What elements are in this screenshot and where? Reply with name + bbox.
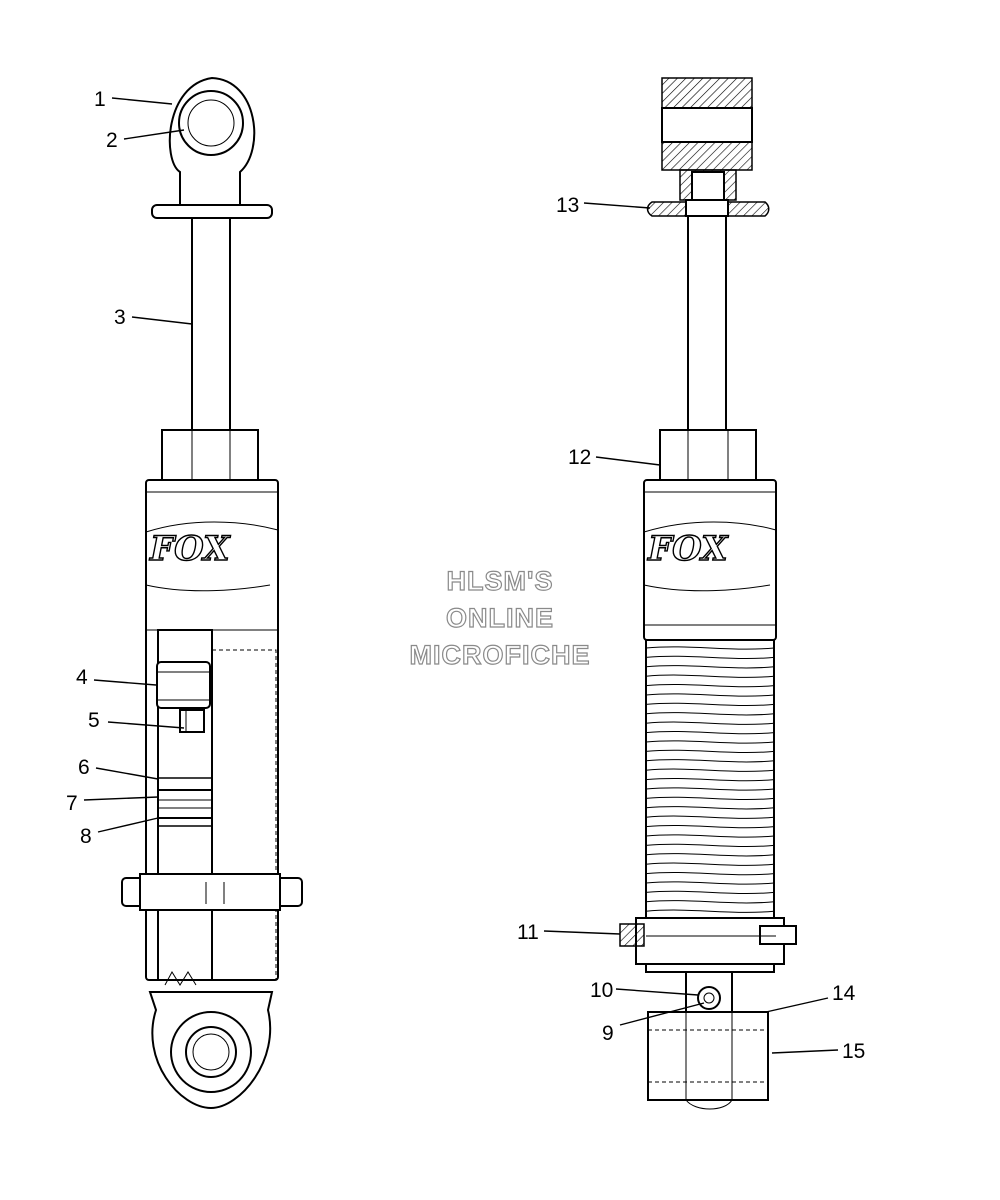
- spring-coil-ridge: [645, 768, 775, 772]
- spring-coil-ridge: [645, 740, 775, 744]
- spring-coil-ridge: [645, 796, 775, 801]
- watermark-line-2: ONLINE: [446, 603, 554, 633]
- spring-coil-ridge: [645, 787, 775, 791]
- spring-coil-ridge: [645, 730, 775, 735]
- right-top-bushing: [661, 77, 753, 215]
- callout-7: 7: [66, 792, 78, 815]
- right-body-logo: FOX: [647, 529, 729, 569]
- spring-coil-ridge: [645, 712, 775, 716]
- spring-coil-ridge: [645, 693, 775, 697]
- callout-4: 4: [76, 666, 88, 689]
- callouts: 1 2 3 4 5 6 7 8 13 12 11 10 9: [66, 88, 865, 1063]
- left-shock-body: FOX: [121, 479, 303, 986]
- spring-coil-ridge: [645, 862, 775, 866]
- spring-coil-ridge: [645, 900, 775, 904]
- callout-9: 9: [602, 1022, 614, 1045]
- left-shock-assembly: FOX: [121, 76, 303, 1110]
- callout-2: 2: [106, 129, 118, 152]
- spring-coil-ridge: [645, 853, 775, 857]
- right-shaft: [687, 215, 727, 431]
- left-body-logo: FOX: [149, 529, 231, 569]
- callout-14: 14: [832, 982, 856, 1005]
- callout-6: 6: [78, 756, 90, 779]
- spring-coil-ridge: [645, 881, 775, 885]
- left-shaft: [191, 217, 231, 431]
- callout-15: 15: [842, 1040, 865, 1063]
- callout-11: 11: [517, 921, 539, 944]
- spring-coil-ridge: [645, 806, 775, 810]
- spring-coil-ridge: [645, 674, 775, 678]
- spring-coil-ridge: [645, 815, 775, 819]
- spring-coil-ridge: [645, 824, 775, 829]
- spring-coil-ridge: [645, 834, 775, 838]
- callout-8: 8: [80, 825, 92, 848]
- callout-3: 3: [114, 306, 126, 329]
- left-top-nut: [161, 429, 259, 483]
- callout-12: 12: [568, 446, 591, 469]
- spring-coil-ridge: [645, 646, 775, 650]
- spring-coil-ridge: [645, 890, 775, 895]
- spring-coil-ridge: [645, 749, 775, 754]
- watermark-line-3: MICROFICHE: [410, 640, 591, 670]
- right-coil-spring: [645, 639, 775, 961]
- right-top-washer: [646, 199, 770, 217]
- right-shock-body: FOX: [643, 479, 777, 641]
- right-adjuster-collar: [619, 917, 797, 965]
- callout-13: 13: [556, 194, 579, 217]
- callout-5: 5: [88, 709, 100, 732]
- spring-coil-ridge: [645, 759, 775, 763]
- spring-coil-ridge: [645, 655, 775, 660]
- spring-coil-ridge: [645, 843, 775, 848]
- right-bottom-mount: [645, 963, 775, 1110]
- spring-coil-ridge: [645, 702, 775, 707]
- spring-coil-ridge: [645, 909, 775, 913]
- watermark-line-1: HLSM'S: [447, 566, 554, 596]
- spring-coil-ridge: [645, 721, 775, 725]
- spring-coil-ridge: [645, 665, 775, 669]
- right-top-nut: [659, 429, 757, 483]
- watermark: HLSM'S ONLINE MICROFICHE: [409, 565, 591, 670]
- callout-1: 1: [94, 88, 106, 111]
- spring-coil-ridge: [645, 683, 775, 688]
- left-top-eye: [151, 76, 273, 219]
- spring-coil-ridge: [645, 871, 775, 876]
- spring-coil-ridge: [645, 777, 775, 782]
- callout-10: 10: [590, 979, 613, 1002]
- left-bottom-eye: [148, 991, 274, 1110]
- right-shock-assembly: FOX: [619, 77, 797, 1110]
